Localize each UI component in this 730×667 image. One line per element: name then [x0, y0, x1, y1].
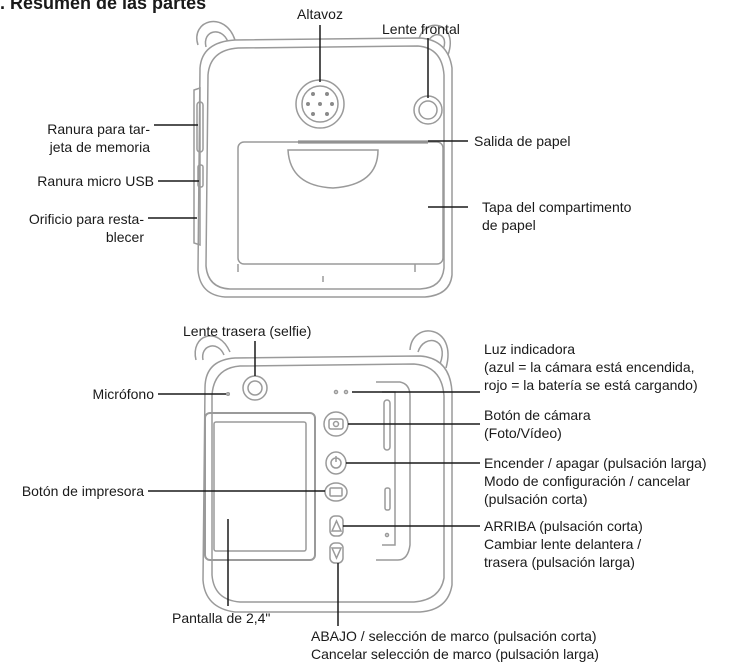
screen-label: Pantalla de 2,4" — [172, 609, 270, 627]
power-label: Encender / apagar (pulsación larga) Modo… — [484, 454, 707, 508]
down-label: ABAJO / selección de marco (pulsación co… — [311, 627, 599, 663]
card-slot-label: Ranura para tar- jeta de memoria — [0, 120, 150, 156]
speaker-label: Altavoz — [270, 5, 370, 23]
rear-lens-label: Lente trasera (selfie) — [183, 322, 311, 340]
front-camera-drawing — [194, 21, 452, 297]
camera-button-label: Botón de cámara (Foto/Vídeo) — [484, 406, 591, 442]
indicator-label: Luz indicadora (azul = la cámara está en… — [484, 340, 698, 394]
microphone-label: Micrófono — [0, 385, 154, 403]
front-lens-label: Lente frontal — [382, 20, 460, 38]
paper-out-label: Salida de papel — [474, 132, 571, 150]
reset-hole-label: Orificio para resta- blecer — [0, 210, 144, 246]
up-label: ARRIBA (pulsación corta) Cambiar lente d… — [484, 517, 643, 571]
usb-slot-label: Ranura micro USB — [0, 172, 154, 190]
paper-cover-label: Tapa del compartimento de papel — [482, 198, 631, 234]
printer-button-label: Botón de impresora — [0, 482, 144, 500]
back-camera-drawing — [195, 331, 452, 612]
page-title: . Resumen de las partes — [0, 0, 206, 14]
